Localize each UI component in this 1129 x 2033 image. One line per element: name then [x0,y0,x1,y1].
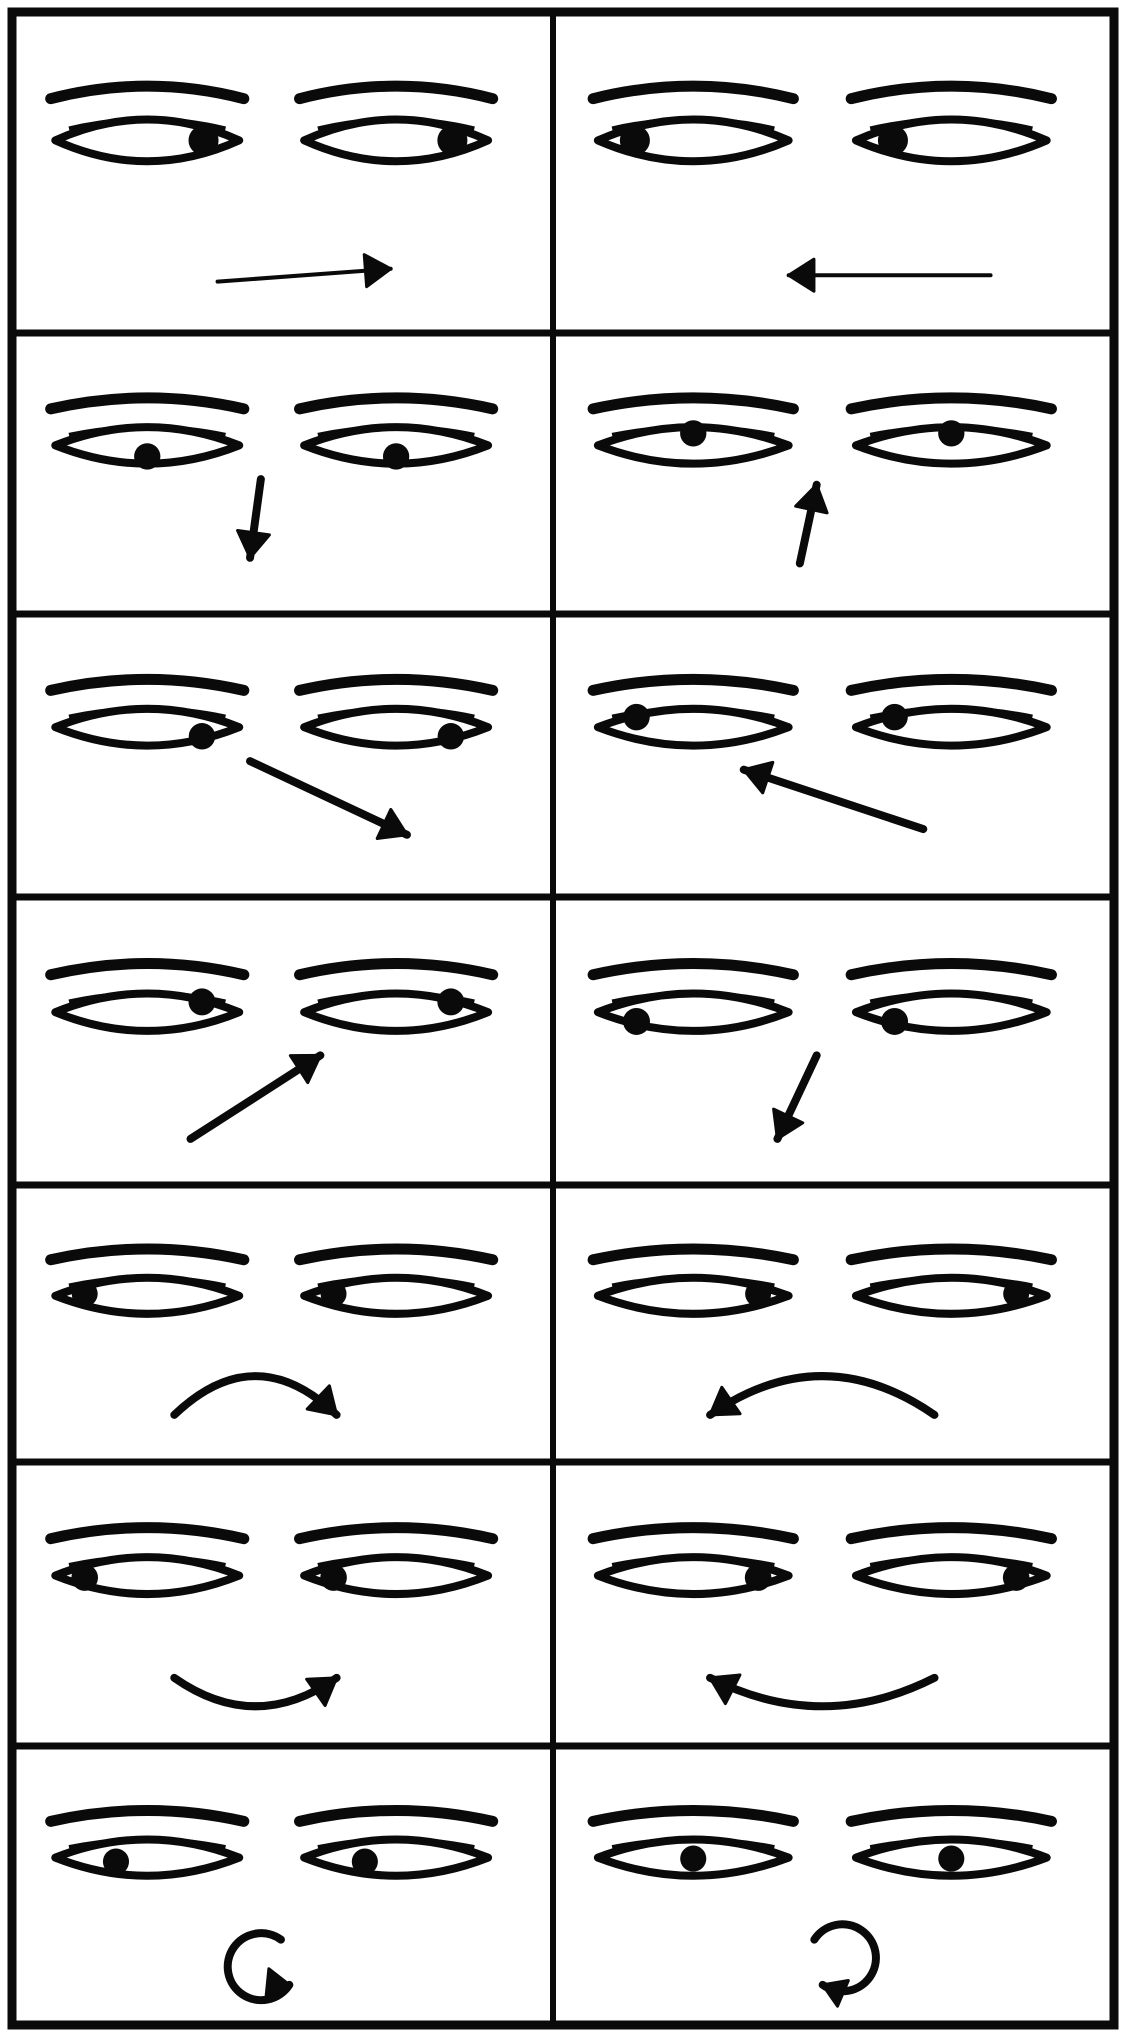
eyebrow [851,398,1051,409]
arrow-shaft [710,1678,934,1706]
pupil [1003,1281,1029,1307]
pupil [321,1281,347,1307]
pupil [437,988,464,1015]
pupil [189,125,219,155]
pupil [71,1564,98,1591]
eyebrow [51,1249,244,1260]
eyebrow [300,1528,493,1539]
eyebrow [51,964,244,975]
arrow-shaft [710,1376,934,1415]
pupil [745,1564,772,1591]
pupil [680,1846,706,1872]
pupil [680,420,706,446]
eyebrow [593,964,793,975]
pupil [438,723,464,749]
eyebrow [300,1810,493,1821]
eyebrow [851,964,1051,975]
eyebrow [593,1249,793,1260]
arrow-head [823,1981,849,2007]
pupil [437,125,467,155]
pupil [881,1008,908,1035]
pupil [878,125,908,155]
eyebrow [300,398,493,409]
panel-gaze-down [51,398,493,558]
pupil [1003,1564,1030,1591]
eyebrow [300,86,493,99]
eyebrow [51,1528,244,1539]
panel-gaze-up-right [51,964,493,1139]
eyebrow [51,398,244,409]
arrow-head [789,259,814,291]
pupil [881,704,907,730]
panel-gaze-down-right [51,679,493,838]
eyebrow [593,398,793,409]
panel-gaze-left [593,86,1051,291]
pupil [103,1849,129,1875]
pupil [623,1008,650,1035]
panel-roll-clockwise [51,1810,493,2000]
pupil [188,988,215,1015]
eyebrow [851,1810,1051,1821]
pupil [745,1281,771,1307]
eyebrow [593,679,793,690]
eyebrow [51,1810,244,1821]
panel-roll-counterclockwise [593,1810,1051,2006]
panel-gaze-down-left [593,964,1051,1139]
pupil [352,1849,378,1875]
panel-gaze-up-left [593,679,1051,829]
panel-sweep-arc-over-right [51,1249,493,1415]
pupil [72,1281,98,1307]
eyebrow [851,86,1051,99]
eyebrow [593,1810,793,1821]
pupil [938,420,964,446]
eyebrow [851,679,1051,690]
eyebrow [593,86,793,99]
eyebrow [300,1249,493,1260]
panel-gaze-up [593,398,1051,564]
panel-sweep-arc-under-left [593,1528,1051,1707]
pupil [623,704,649,730]
eyebrow [851,1249,1051,1260]
panel-gaze-right [51,86,493,287]
pupil [620,125,650,155]
pupil [189,723,215,749]
arrow-head [238,531,270,558]
eyebrow [300,679,493,690]
pupil [383,443,409,469]
eyebrow [51,679,244,690]
eyebrow [851,1528,1051,1539]
arrow-head [796,485,827,513]
arrow-head [364,255,390,287]
arrow-shaft [744,770,924,829]
pupil [938,1846,964,1872]
panel-sweep-arc-over-left [593,1249,1051,1415]
eyebrow [51,86,244,99]
pupil [320,1564,347,1591]
panel-sweep-arc-under-right [51,1528,493,1707]
pupil [134,443,160,469]
eyebrow [593,1528,793,1539]
eyebrow [300,964,493,975]
